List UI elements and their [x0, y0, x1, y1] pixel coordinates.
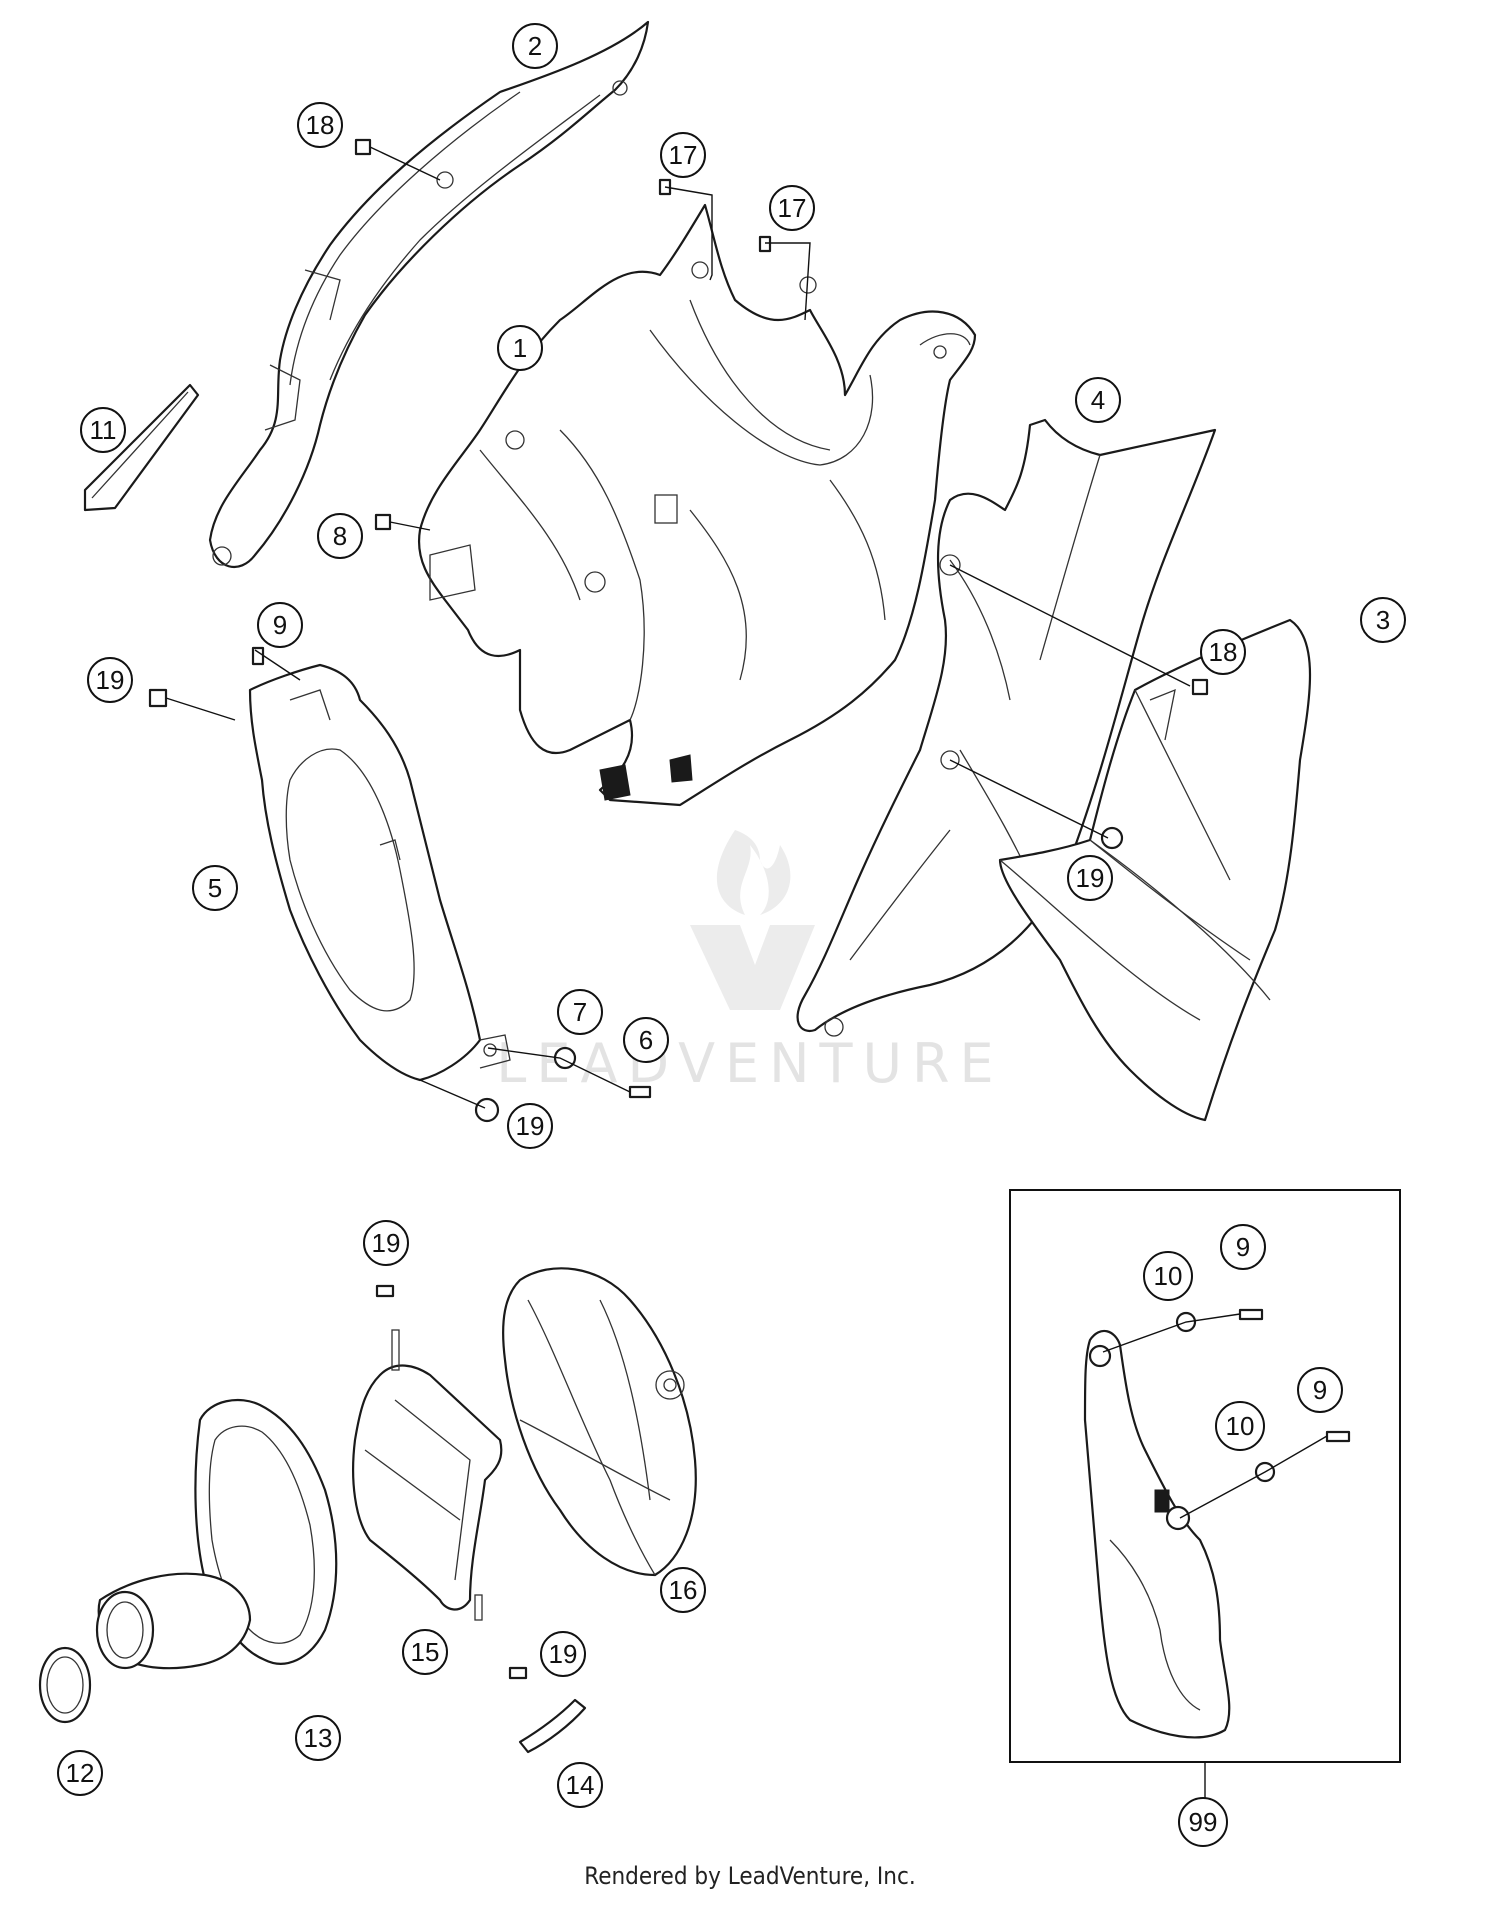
svg-text:11: 11	[90, 415, 117, 445]
leader-lines	[165, 146, 1328, 1800]
part-18-nut-top	[354, 138, 372, 156]
part-5-filter-housing	[248, 663, 511, 1082]
svg-text:9: 9	[273, 610, 287, 640]
callout-8: 8	[317, 513, 363, 559]
svg-text:9: 9	[1236, 1232, 1250, 1262]
svg-text:13: 13	[304, 1723, 333, 1753]
svg-text:6: 6	[639, 1025, 653, 1055]
callout-19-cage-bottom: 19	[540, 1631, 586, 1677]
part-2-upper-side-panel	[208, 20, 650, 568]
leadventure-watermark: LEADVENTURE	[496, 830, 1003, 1095]
part-15-filter-cage	[352, 1329, 503, 1621]
callout-10-kit-bottom: 10	[1215, 1401, 1265, 1451]
part-1-airbox	[417, 203, 977, 807]
callout-9-kit-bottom: 9	[1297, 1367, 1343, 1413]
svg-text:5: 5	[208, 873, 222, 903]
svg-text:18: 18	[306, 110, 335, 140]
svg-text:9: 9	[1313, 1375, 1327, 1405]
svg-text:17: 17	[778, 193, 807, 223]
svg-text:99: 99	[1189, 1807, 1218, 1837]
callout-15: 15	[402, 1629, 448, 1675]
svg-text:1: 1	[513, 333, 527, 363]
svg-text:2: 2	[528, 31, 542, 61]
callout-1: 1	[497, 325, 543, 371]
svg-text:7: 7	[573, 997, 587, 1027]
part-99-kit-box	[1009, 1189, 1401, 1763]
svg-text:4: 4	[1091, 385, 1105, 415]
part-14-clip	[518, 1698, 587, 1754]
svg-text:17: 17	[669, 140, 698, 170]
part-11-decal-strip	[83, 383, 200, 512]
svg-text:10: 10	[1226, 1411, 1255, 1441]
watermark-text: LEADVENTURE	[496, 1032, 1003, 1095]
callout-19-right: 19	[1067, 855, 1113, 901]
svg-text:18: 18	[1209, 637, 1238, 667]
part-12-hose-clamp	[38, 1646, 92, 1724]
part-3-side-panel	[998, 618, 1312, 1122]
svg-text:19: 19	[96, 665, 125, 695]
callout-17-right: 17	[769, 185, 815, 231]
callout-6: 6	[623, 1017, 669, 1063]
svg-text:3: 3	[1376, 605, 1390, 635]
svg-text:12: 12	[66, 1758, 95, 1788]
callout-18-right: 18	[1200, 629, 1246, 675]
svg-text:19: 19	[372, 1228, 401, 1258]
callout-9-upper: 9	[257, 602, 303, 648]
callout-14: 14	[557, 1762, 603, 1808]
callout-5: 5	[192, 865, 238, 911]
callout-13: 13	[295, 1715, 341, 1761]
part-13-air-filter	[95, 1398, 338, 1670]
callout-10-kit-top: 10	[1143, 1251, 1193, 1301]
part-16-filter-cover	[502, 1267, 697, 1577]
callout-16: 16	[660, 1567, 706, 1613]
callout-11: 11	[80, 407, 126, 453]
callout-18-upper: 18	[297, 102, 343, 148]
callout-9-kit-top: 9	[1220, 1224, 1266, 1270]
svg-text:15: 15	[411, 1637, 440, 1667]
callout-3: 3	[1360, 597, 1406, 643]
svg-text:19: 19	[549, 1639, 578, 1669]
callout-19-upper-left: 19	[87, 657, 133, 703]
callout-17-left: 17	[660, 132, 706, 178]
callout-12: 12	[57, 1750, 103, 1796]
callout-99: 99	[1178, 1797, 1228, 1847]
callout-4: 4	[1075, 377, 1121, 423]
svg-text:19: 19	[516, 1111, 545, 1141]
callout-7: 7	[557, 989, 603, 1035]
svg-text:19: 19	[1076, 863, 1105, 893]
svg-text:16: 16	[669, 1575, 698, 1605]
callout-2: 2	[512, 23, 558, 69]
credit-text: Rendered by LeadVenture, Inc.	[584, 1862, 916, 1890]
callout-19-cage-top: 19	[363, 1220, 409, 1266]
svg-text:8: 8	[333, 521, 347, 551]
svg-text:14: 14	[566, 1770, 595, 1800]
callout-19-housing: 19	[507, 1103, 553, 1149]
svg-text:10: 10	[1154, 1261, 1183, 1291]
